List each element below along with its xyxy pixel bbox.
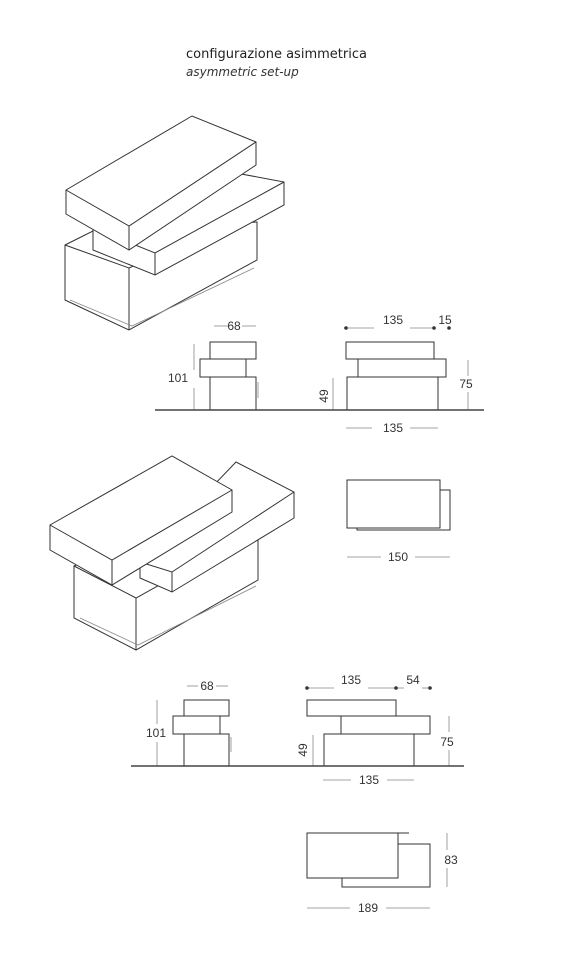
config1-top-width-label: 135 [383, 313, 403, 327]
config1-plan-width-label: 150 [388, 550, 408, 564]
config1-top-slab [65, 115, 257, 251]
config2-side-depth-label: 68 [200, 679, 214, 693]
config2-side-view: 68 101 [146, 679, 232, 767]
config1-front-view: 135 15 49 75 135 [317, 313, 473, 435]
config1-plan-upper [346, 479, 441, 529]
config2-base-width-label: 135 [359, 773, 379, 787]
config1-base-height-label: 49 [317, 389, 331, 403]
config1-side-view: 68 101 [168, 319, 259, 411]
config1-side-base [209, 376, 257, 411]
config2-top-offset-label: 54 [406, 673, 420, 687]
config2-plan-view: 83 189 [306, 832, 458, 915]
config2-plan-depth-label: 83 [444, 853, 458, 867]
config1-top-offset-label: 15 [438, 313, 452, 327]
config2-total-height-label: 75 [440, 735, 454, 749]
config2-plan-upper [306, 832, 399, 879]
page-title: configurazione asimmetrica [186, 47, 367, 62]
config1-base-width-label: 135 [383, 421, 403, 435]
config1-plan-view: 150 [346, 479, 451, 564]
config2-side-middle [172, 715, 221, 735]
config2-top-width-label: 135 [341, 673, 361, 687]
config2-front-base [323, 733, 415, 767]
config2-front-view: 135 54 49 75 135 [296, 673, 454, 787]
config2-base-height-label: 49 [296, 743, 310, 757]
config2-side-base [183, 733, 230, 767]
config1-front-base [346, 376, 439, 411]
config2-front-top [306, 699, 397, 717]
config1-side-height-label: 101 [168, 371, 188, 385]
config1-side-depth-label: 68 [227, 319, 241, 333]
config1-isometric-view [64, 115, 285, 331]
config1-side-top [209, 341, 257, 360]
config1-side-middle [199, 358, 247, 378]
page-subtitle: asymmetric set-up [186, 65, 299, 79]
config2-side-top [183, 699, 230, 717]
config2-side-height-label: 101 [146, 726, 166, 740]
config1-total-height-label: 75 [459, 377, 473, 391]
config2-top-slab [49, 455, 233, 586]
config2-long-slab [139, 461, 295, 593]
config1-front-top [345, 341, 435, 360]
config2-plan-width-label: 189 [358, 901, 378, 915]
config2-front-middle [340, 715, 431, 735]
config2-isometric-view [49, 455, 295, 651]
config1-front-middle [357, 358, 447, 378]
